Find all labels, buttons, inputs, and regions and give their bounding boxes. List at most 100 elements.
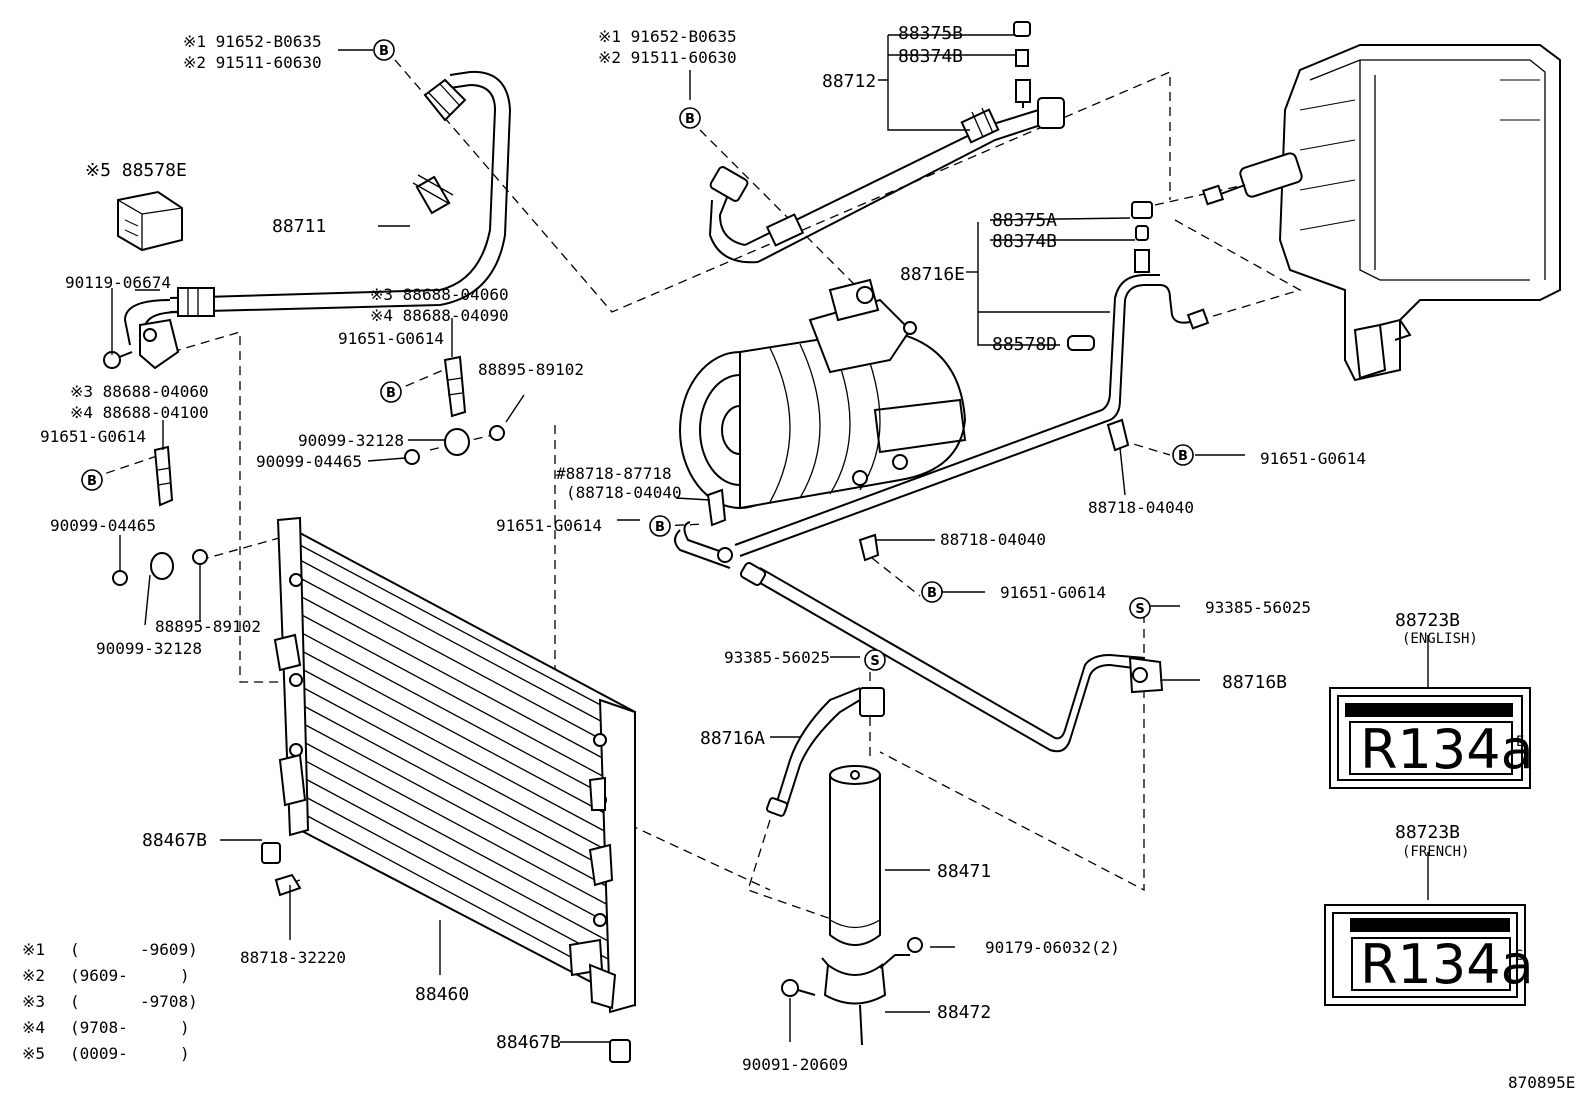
part-label: 90179-06032(2): [985, 938, 1120, 957]
part-label: 88472: [937, 1002, 991, 1023]
badge-b: B: [373, 39, 395, 61]
badge-b: B: [921, 581, 943, 603]
liquid-line-88716B: [739, 562, 1164, 753]
footnote-to: ): [180, 966, 190, 985]
footnote-mark: ※5: [22, 1044, 45, 1063]
svg-text:S: S: [1135, 602, 1144, 617]
part-label: 88718-04040: [940, 530, 1046, 549]
part-label: 90099-32128: [96, 639, 202, 658]
label-plate-english: R134a E: [1329, 687, 1534, 789]
evaporator-unit: [1201, 44, 1561, 382]
dryer-bracket: [781, 937, 923, 1046]
footnote-to: ): [180, 1044, 190, 1063]
liquid-line-88716A: [765, 687, 885, 817]
part-label: ※1 91652-B0635: [598, 27, 737, 46]
circle-badges: B B B B B B B S S: [81, 39, 1194, 671]
part-label: 91651-G0614: [1000, 583, 1106, 602]
svg-text:B: B: [386, 386, 396, 401]
part-label: 88467B: [142, 830, 207, 851]
part-label: 90119-06674: [65, 273, 171, 292]
part-label: 88374B: [898, 46, 963, 67]
footnote-mark: ※4: [22, 1018, 45, 1037]
part-label: 88723B: [1395, 822, 1460, 843]
part-label: ※4 88688-04100: [70, 403, 209, 422]
part-label: 88578D: [992, 334, 1057, 355]
badge-b: B: [679, 107, 701, 129]
part-label: 91651-G0614: [496, 516, 602, 535]
part-label: ※5 88578E: [85, 160, 187, 181]
part-labels: ※1 91652-B0635 ※2 91511-60630 ※1 91652-B…: [40, 23, 1575, 1092]
badge-s: S: [1129, 597, 1151, 619]
part-label: 88374B: [992, 231, 1057, 252]
footnote-from: (9609-: [70, 966, 128, 985]
svg-text:B: B: [379, 44, 389, 59]
part-label: 88712: [822, 71, 876, 92]
suction-hose: [708, 21, 1065, 264]
footnote-from: (: [70, 940, 80, 959]
footnote-to: -9609): [140, 940, 198, 959]
plate-refrigerant-text: R134a: [1360, 933, 1534, 996]
liquid-line-88716E: [674, 201, 1210, 569]
condenser: [273, 516, 636, 1014]
part-label: 90099-04465: [50, 516, 156, 535]
footnote-to: -9708): [140, 992, 198, 1011]
part-label: #88718-87718: [556, 464, 672, 483]
part-label: 91651-G0614: [338, 329, 444, 348]
sealing-block-88578E: [117, 190, 183, 252]
footnote-to: ): [180, 1018, 190, 1037]
part-label: ※4 88688-04090: [370, 306, 509, 325]
footnote-from: (: [70, 992, 80, 1011]
badge-b: B: [649, 515, 671, 537]
label-plate-french: R134a G: [1324, 904, 1534, 1006]
part-label: 91651-G0614: [40, 427, 146, 446]
part-label: (88718-04040: [566, 483, 682, 502]
part-label: ※1 91652-B0635: [183, 32, 322, 51]
part-label: 88467B: [496, 1032, 561, 1053]
footnotes: ※1 ( -9609) ※2 (9609- ) ※3 ( -9708) ※4 (…: [22, 940, 198, 1063]
part-label: ※2 91511-60630: [183, 53, 322, 72]
part-label: 88716A: [700, 728, 765, 749]
part-label: ※3 88688-04060: [370, 285, 509, 304]
compressor: [679, 278, 967, 510]
part-label: 93385-56025: [724, 648, 830, 667]
part-label: 88895-89102: [155, 617, 261, 636]
part-label: 88718-32220: [240, 948, 346, 967]
plate-corner-letter: G: [1515, 948, 1523, 964]
badge-s: S: [864, 649, 886, 671]
plug-88578D: [1067, 335, 1095, 351]
footnote-from: (9708-: [70, 1018, 128, 1037]
part-label: 93385-56025: [1205, 598, 1311, 617]
badge-b: B: [81, 469, 103, 491]
svg-text:S: S: [870, 654, 879, 669]
part-label: 90099-04465: [256, 452, 362, 471]
plate-corner-letter: E: [1516, 734, 1524, 750]
footnote-mark: ※3: [22, 992, 45, 1011]
part-label: 90091-20609: [742, 1055, 848, 1074]
part-label: 88375B: [898, 23, 963, 44]
discharge-hose: [103, 70, 512, 370]
plate-refrigerant-text: R134a: [1360, 718, 1534, 781]
part-label: (FRENCH): [1402, 844, 1469, 860]
part-label: 88471: [937, 861, 991, 882]
svg-text:B: B: [1178, 449, 1188, 464]
leader-lines: [111, 34, 1429, 1043]
footnote-mark: ※2: [22, 966, 45, 985]
part-label: 91651-G0614: [1260, 449, 1366, 468]
diagram-code: 870895E: [1508, 1073, 1575, 1092]
badge-b: B: [1172, 444, 1194, 466]
part-label: ※2 91511-60630: [598, 48, 737, 67]
svg-text:B: B: [655, 520, 665, 535]
badge-b: B: [380, 381, 402, 403]
part-label: 90099-32128: [298, 431, 404, 450]
part-label: 88375A: [992, 210, 1057, 231]
footnote-from: (0009-: [70, 1044, 128, 1063]
footnote-mark: ※1: [22, 940, 45, 959]
part-label: 88711: [272, 216, 326, 237]
part-label: 88895-89102: [478, 360, 584, 379]
receiver-dryer: [829, 765, 881, 946]
svg-text:B: B: [87, 474, 97, 489]
svg-text:B: B: [927, 586, 937, 601]
svg-text:B: B: [685, 112, 695, 127]
part-label: 88718-04040: [1088, 498, 1194, 517]
